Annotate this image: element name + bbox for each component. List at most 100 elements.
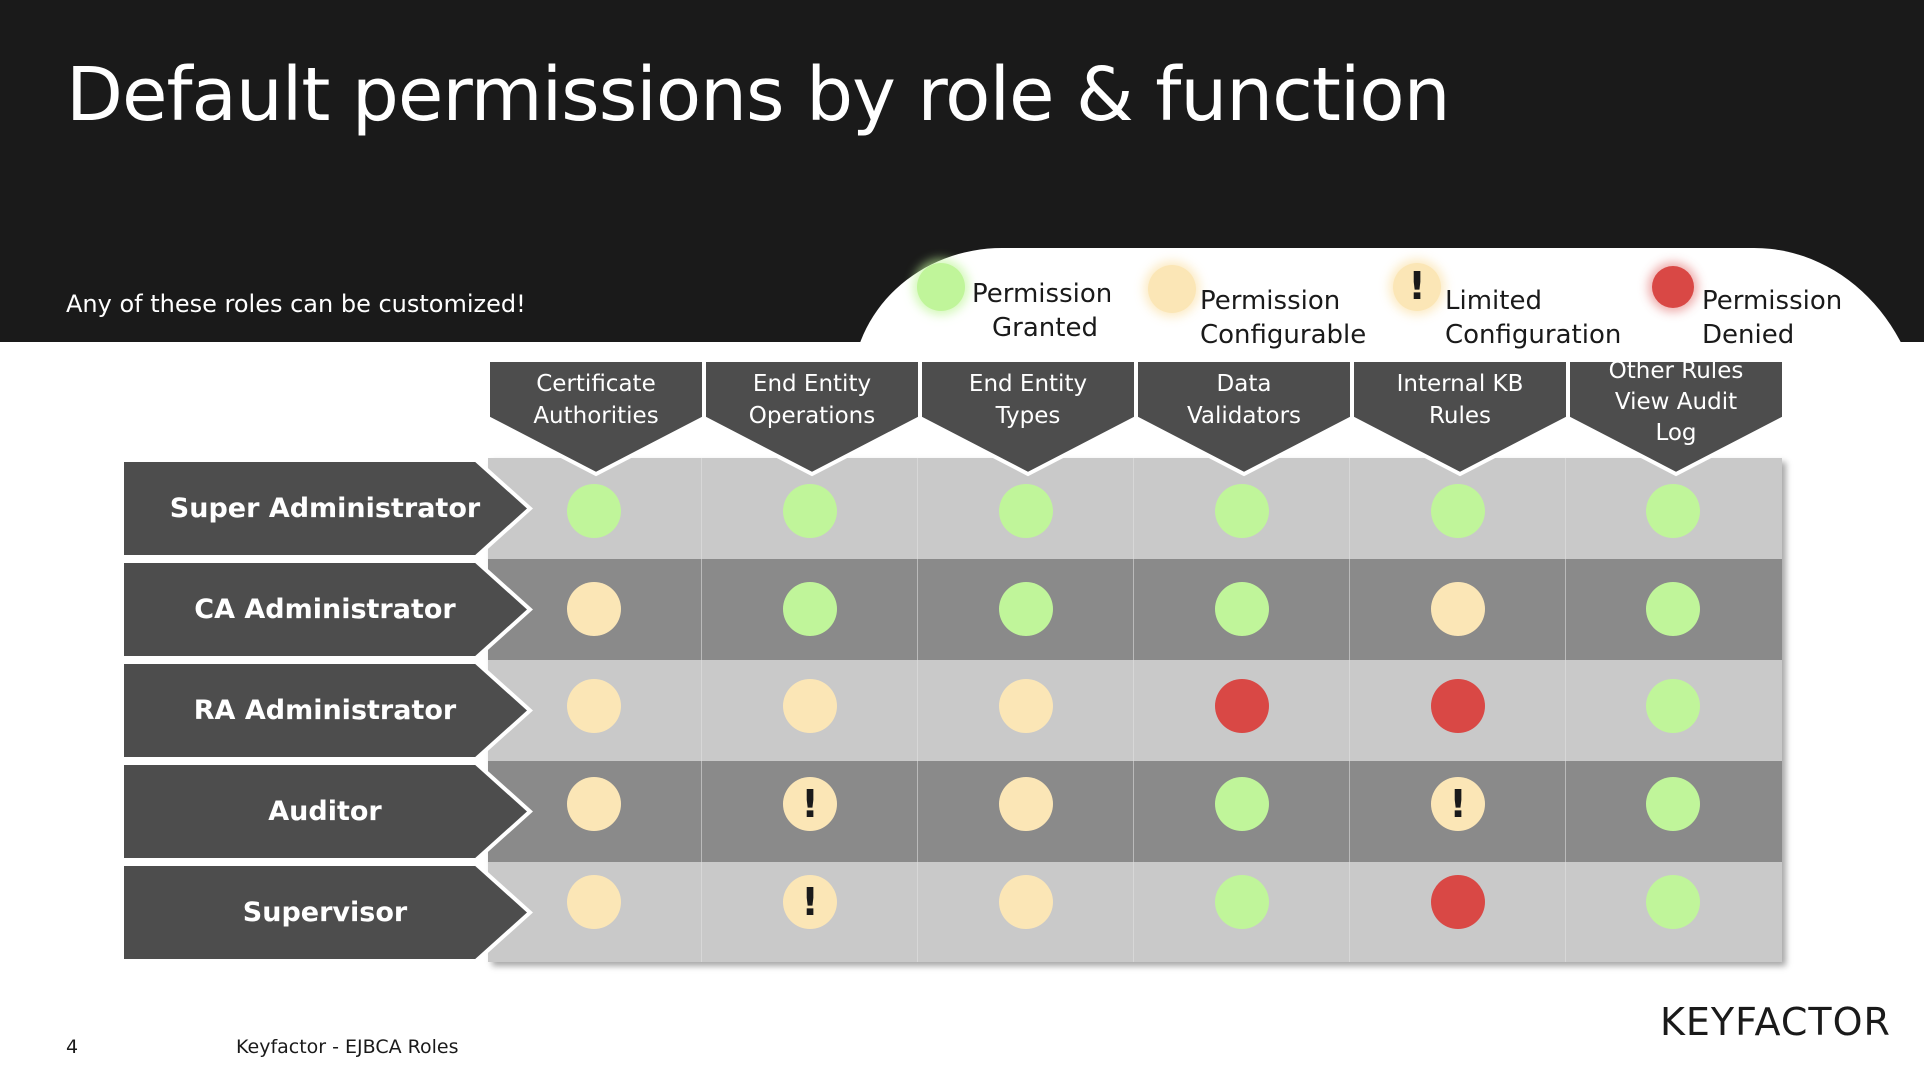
row-band	[488, 458, 1782, 559]
granted-dot-icon	[1215, 777, 1269, 831]
role-label: Supervisor	[242, 897, 408, 928]
column-divider	[1565, 458, 1566, 962]
exclamation-icon: !	[1408, 264, 1426, 308]
configurable-dot-icon	[999, 679, 1053, 733]
row-header: Auditor	[120, 761, 534, 862]
configurable-dot-icon	[999, 777, 1053, 831]
granted-dot-icon	[999, 582, 1053, 636]
column-header-line: Log	[1655, 420, 1697, 446]
row-header-shape	[120, 660, 533, 761]
legend-limited-line2: Configuration	[1445, 320, 1622, 350]
granted-dot-icon	[783, 582, 837, 636]
keyfactor-logo: KEYFACTOR	[1660, 1000, 1891, 1044]
legend-configurable-line1: Permission	[1200, 286, 1341, 316]
column-header: End Entity Types	[918, 358, 1138, 478]
legend-granted-line1: Permission	[972, 279, 1113, 309]
row-header-shape	[120, 761, 533, 862]
granted-dot-icon	[783, 484, 837, 538]
footer-text: Keyfactor - EJBCA Roles	[236, 1036, 459, 1058]
column-header: Internal KB Rules	[1350, 358, 1570, 478]
legend-denied-line2: Denied	[1702, 320, 1795, 350]
column-header-shape	[486, 358, 706, 477]
row-header: CA Administrator	[120, 559, 534, 660]
granted-dot-icon	[1646, 679, 1700, 733]
column-header-shape	[1350, 358, 1570, 477]
granted-dot-icon	[1215, 484, 1269, 538]
configurable-dot-icon	[1148, 265, 1196, 313]
column-header-line: View Audit	[1614, 389, 1738, 415]
exclamation-icon: !	[801, 782, 819, 826]
granted-dot-icon	[1431, 484, 1485, 538]
row-header: RA Administrator	[120, 660, 534, 761]
row-header-shape	[120, 458, 533, 559]
row-band	[488, 559, 1782, 660]
column-header-line: Operations	[748, 403, 876, 429]
row-header: Supervisor	[120, 862, 534, 963]
legend-configurable-line2: Configurable	[1200, 320, 1367, 350]
configurable-dot-icon	[567, 777, 621, 831]
legend-limited-line1: Limited	[1445, 286, 1542, 316]
limited-dot-icon: !	[1431, 777, 1485, 831]
granted-dot-icon	[999, 484, 1053, 538]
granted-dot-icon	[1215, 582, 1269, 636]
limited-dot-icon: !	[783, 777, 837, 831]
limited-dot-icon: !	[1393, 263, 1441, 311]
column-header-shape	[702, 358, 922, 477]
column-header-shape	[918, 358, 1138, 477]
column-header: End Entity Operations	[702, 358, 922, 478]
role-label: Auditor	[268, 796, 382, 827]
column-divider	[1133, 458, 1134, 962]
granted-dot-icon	[1646, 484, 1700, 538]
column-header-line: Data	[1216, 371, 1272, 397]
denied-dot-icon	[1652, 266, 1694, 308]
configurable-dot-icon	[1431, 582, 1485, 636]
column-header-line: Types	[995, 403, 1061, 429]
row-band	[488, 862, 1782, 962]
denied-dot-icon	[1431, 679, 1485, 733]
column-header-line: End Entity	[968, 371, 1088, 397]
row-header-shape	[120, 862, 533, 963]
column-header-line: Validators	[1186, 403, 1302, 429]
exclamation-icon: !	[801, 880, 819, 924]
denied-dot-icon	[1431, 875, 1485, 929]
configurable-dot-icon	[567, 875, 621, 929]
permission-grid	[488, 458, 1782, 962]
column-header: Data Validators	[1134, 358, 1354, 478]
granted-dot-icon	[1646, 582, 1700, 636]
role-label: Super Administrator	[169, 493, 481, 524]
column-header-shape	[1134, 358, 1354, 477]
limited-dot-icon: !	[783, 875, 837, 929]
denied-dot-icon	[1215, 679, 1269, 733]
exclamation-icon: !	[1449, 782, 1467, 826]
granted-dot-icon	[1646, 875, 1700, 929]
column-header-line: Authorities	[533, 403, 659, 429]
granted-dot-icon	[567, 484, 621, 538]
column-divider	[917, 458, 918, 962]
column-header-line: Internal KB	[1396, 371, 1524, 397]
row-band	[488, 660, 1782, 761]
role-label: CA Administrator	[194, 594, 456, 625]
configurable-dot-icon	[567, 679, 621, 733]
configurable-dot-icon	[999, 875, 1053, 929]
column-header-line: Rules	[1428, 403, 1492, 429]
column-header-line: End Entity	[752, 371, 872, 397]
configurable-dot-icon	[783, 679, 837, 733]
row-header: Super Administrator	[120, 458, 534, 559]
column-header-line: Certificate	[536, 371, 656, 397]
granted-dot-icon	[917, 263, 965, 311]
granted-dot-icon	[1646, 777, 1700, 831]
role-label: RA Administrator	[193, 695, 457, 726]
column-divider	[701, 458, 702, 962]
column-header: Certificate Authorities	[486, 358, 706, 478]
granted-dot-icon	[1215, 875, 1269, 929]
row-header-shape	[120, 559, 533, 660]
column-divider	[1349, 458, 1350, 962]
column-header-shape	[1566, 358, 1786, 477]
page-number: 4	[66, 1036, 79, 1058]
page-subtitle: Any of these roles can be customized!	[66, 290, 526, 318]
column-header-line: Other Rules	[1608, 358, 1744, 384]
row-band	[488, 761, 1782, 862]
page-title: Default permissions by role & function	[66, 52, 1451, 138]
legend-granted-line2: Granted	[992, 313, 1098, 343]
configurable-dot-icon	[567, 582, 621, 636]
